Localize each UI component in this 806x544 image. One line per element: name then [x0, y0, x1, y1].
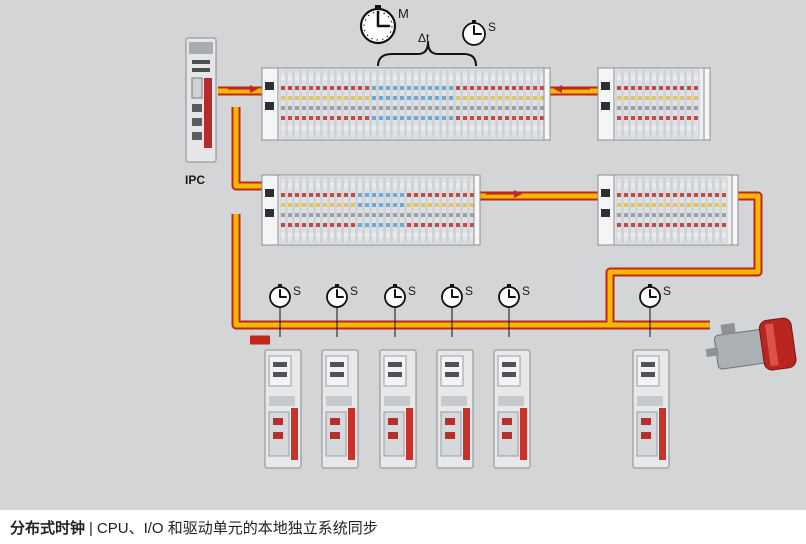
terminal-block-mid-right — [597, 174, 739, 246]
slave-clock-icon: S — [326, 284, 358, 337]
terminal-block-mid-main — [261, 174, 481, 246]
slave-clock-icon: S — [498, 284, 530, 337]
servo-drives — [264, 349, 670, 469]
ethercat-cables — [218, 85, 763, 345]
slave-clock-label: S — [663, 284, 671, 298]
slave-clock-label: S — [522, 284, 530, 298]
slave-clock-label: S — [293, 284, 301, 298]
slave-clock-icon: S — [441, 284, 473, 337]
slave-clocks: S S S S S S S — [269, 20, 671, 337]
ipc-unit — [185, 37, 217, 163]
diagram-canvas: IPC M Δt S S S S S S S — [0, 0, 806, 510]
servo-drive — [436, 349, 474, 469]
terminal-block-top-right — [597, 67, 711, 141]
terminal-block-top-main — [261, 67, 551, 141]
servo-drive — [264, 349, 302, 469]
master-clock — [359, 5, 397, 45]
slave-clock-label: S — [408, 284, 416, 298]
slave-clock-icon: S — [269, 284, 301, 337]
ipc-label: IPC — [185, 173, 205, 187]
servo-drive — [493, 349, 531, 469]
slave-clock-label: S — [488, 20, 496, 34]
slave-clock-icon: S — [462, 20, 496, 46]
master-clock-label: M — [398, 6, 409, 21]
slave-clock-label: S — [465, 284, 473, 298]
caption-separator: | — [89, 520, 93, 537]
caption-title: 分布式时钟 — [10, 520, 86, 537]
slave-clock-icon: S — [384, 284, 416, 337]
caption-text: CPU、I/O 和驱动单元的本地独立系统同步 — [96, 520, 378, 537]
distributed-clock-diagram: IPC M Δt S S S S S S S — [185, 5, 797, 469]
delta-label: Δt — [418, 31, 430, 45]
servo-drive — [379, 349, 417, 469]
slave-clock-icon: S — [639, 284, 671, 337]
delta-brace — [377, 41, 477, 67]
figure-caption: 分布式时钟|CPU、I/O 和驱动单元的本地独立系统同步 — [10, 517, 378, 538]
servo-drive — [321, 349, 359, 469]
servo-motor — [705, 317, 797, 371]
slave-clock-label: S — [350, 284, 358, 298]
servo-drive — [632, 349, 670, 469]
io-terminal-blocks — [261, 67, 739, 246]
